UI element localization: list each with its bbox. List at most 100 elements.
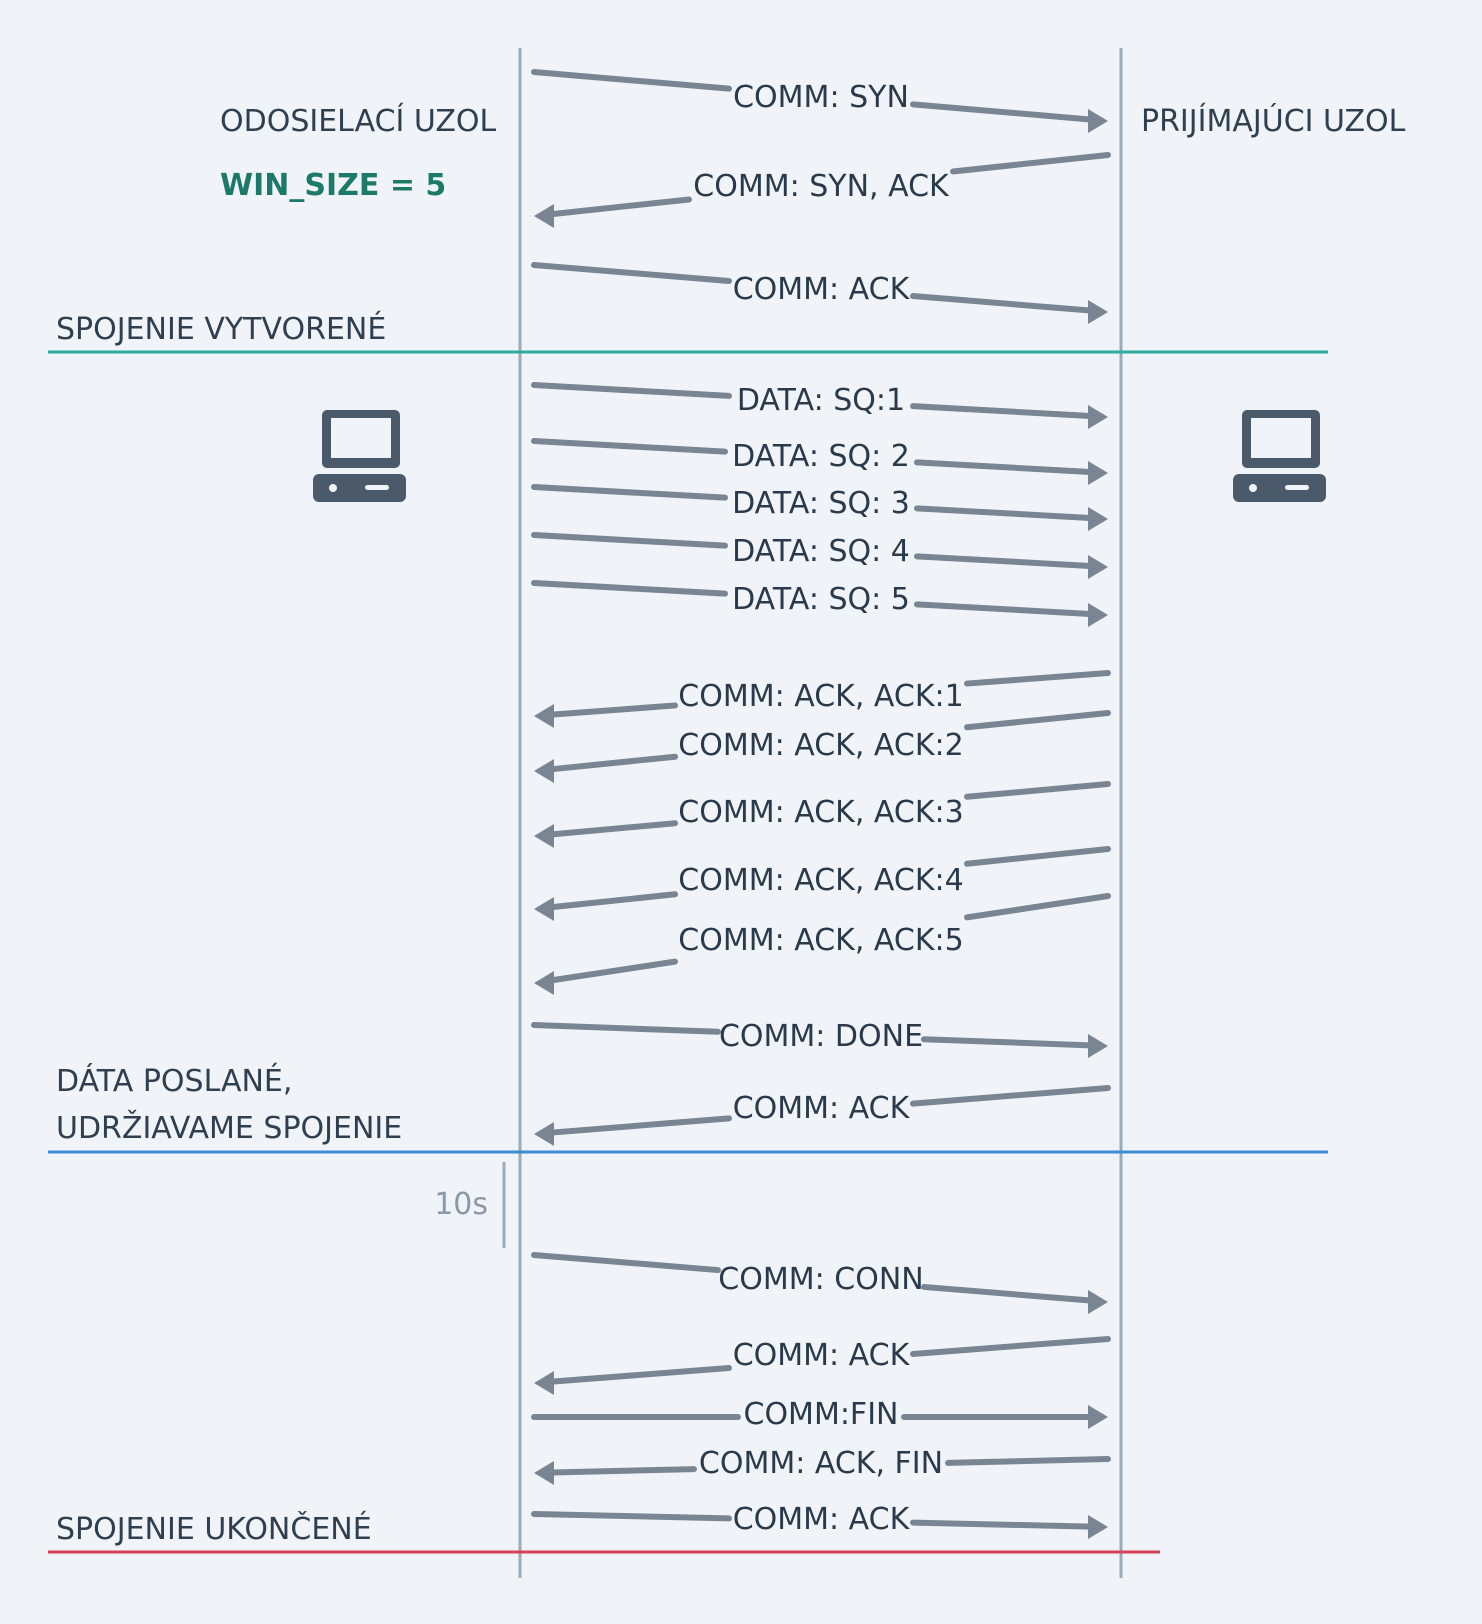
message-arrow-shaft	[910, 1519, 1093, 1530]
message-arrow-shaft	[910, 293, 1093, 314]
phase-terminated-label: SPOJENIE UKONČENÉ	[56, 1510, 372, 1547]
message-label: COMM:FIN	[744, 1397, 899, 1432]
message-label: COMM: ACK	[733, 272, 911, 307]
message-arrow-shaft	[531, 1022, 721, 1035]
message-label: COMM: ACK	[733, 1338, 911, 1373]
message-label: DATA: SQ: 2	[732, 439, 910, 474]
message-arrow-shaft	[531, 438, 728, 455]
message-arrow-shaft	[914, 505, 1093, 521]
arrowhead-icon	[1088, 300, 1108, 324]
message-8: DATA: SQ: 5	[531, 580, 1108, 627]
message-arrow-shaft	[914, 459, 1093, 475]
message-label: COMM: DONE	[719, 1019, 923, 1054]
message-arrow-shaft	[549, 820, 678, 838]
message-arrow-shaft	[531, 262, 732, 284]
message-arrow-shaft	[964, 893, 1111, 921]
phase-data-sent-label-line1: DÁTA POSLANÉ,	[56, 1063, 292, 1099]
arrowhead-icon	[1088, 1405, 1108, 1429]
message-12: COMM: ACK, ACK:4	[534, 846, 1111, 921]
message-arrow-shaft	[964, 781, 1111, 800]
message-label: COMM: CONN	[718, 1262, 923, 1297]
message-label: COMM: SYN, ACK	[693, 169, 950, 204]
message-13: COMM: ACK, ACK:5	[534, 893, 1111, 995]
message-arrow-shaft	[531, 382, 732, 399]
message-label: COMM: ACK	[733, 1091, 911, 1126]
message-7: DATA: SQ: 4	[531, 532, 1108, 579]
arrowhead-icon	[534, 1461, 554, 1485]
message-4: DATA: SQ:1	[531, 382, 1108, 429]
message-arrow-shaft	[531, 532, 728, 549]
arrowhead-icon	[534, 704, 554, 728]
message-arrow-shaft	[910, 1085, 1111, 1107]
arrowhead-icon	[1088, 405, 1108, 429]
message-6: DATA: SQ: 3	[531, 484, 1108, 531]
message-label: COMM: ACK, ACK:2	[678, 728, 963, 763]
message-label: COMM: ACK, ACK:4	[678, 863, 963, 898]
message-label: COMM: ACK	[733, 1502, 911, 1537]
message-arrow-shaft	[910, 101, 1093, 123]
message-label: COMM: ACK, FIN	[699, 1446, 943, 1481]
message-arrow-shaft	[964, 710, 1111, 731]
message-label: COMM: ACK, ACK:1	[678, 679, 963, 714]
arrowhead-icon	[1088, 603, 1108, 627]
arrowhead-icon	[1088, 1515, 1108, 1539]
message-14: COMM: DONE	[531, 1019, 1108, 1058]
message-1: COMM: SYN	[531, 69, 1108, 133]
message-20: COMM: ACK	[531, 1502, 1108, 1539]
sender-node-label: ODOSIELACÍ UZOL	[220, 103, 496, 139]
message-arrow-shaft	[964, 670, 1111, 687]
message-16: COMM: CONN	[531, 1252, 1108, 1314]
arrowhead-icon	[1088, 1034, 1108, 1058]
keepalive-interval-label: 10s	[434, 1187, 488, 1222]
message-arrow-shaft	[549, 1466, 697, 1476]
message-17: COMM: ACK	[534, 1336, 1111, 1395]
arrowhead-icon	[1088, 461, 1108, 485]
message-3: COMM: ACK	[531, 262, 1108, 324]
message-arrow-shaft	[531, 1511, 732, 1522]
message-18: COMM:FIN	[531, 1397, 1108, 1432]
message-5: DATA: SQ: 2	[531, 438, 1108, 485]
message-label: DATA: SQ: 4	[732, 534, 910, 569]
message-11: COMM: ACK, ACK:3	[534, 781, 1111, 848]
arrowhead-icon	[1088, 555, 1108, 579]
message-arrow-shaft	[549, 1365, 732, 1385]
arrowhead-icon	[1088, 1290, 1108, 1314]
message-arrow-shaft	[531, 1252, 721, 1274]
message-arrow-shaft	[531, 484, 728, 501]
message-2: COMM: SYN, ACK	[534, 152, 1111, 228]
arrowhead-icon	[534, 897, 554, 921]
message-arrow-shaft	[910, 1336, 1111, 1357]
message-arrow-shaft	[531, 580, 728, 597]
message-9: COMM: ACK, ACK:1	[534, 670, 1111, 728]
message-arrow-shaft	[964, 846, 1111, 867]
window-size-label: WIN_SIZE = 5	[220, 168, 446, 203]
message-arrow-shaft	[549, 753, 678, 773]
message-label: COMM: SYN	[733, 80, 909, 115]
message-arrow-shaft	[549, 1115, 732, 1136]
phase-data-sent-label-line2: UDRŽIAVAME SPOJENIE	[56, 1110, 402, 1146]
message-label: COMM: ACK, ACK:5	[678, 923, 963, 958]
message-label: COMM: ACK, ACK:3	[678, 795, 963, 830]
message-arrow-shaft	[549, 196, 692, 218]
message-arrow-shaft	[914, 553, 1093, 569]
receiver-computer-icon	[1233, 410, 1326, 502]
arrowhead-icon	[534, 759, 554, 783]
message-19: COMM: ACK, FIN	[534, 1446, 1111, 1485]
message-label: DATA: SQ: 3	[732, 486, 910, 521]
arrowhead-icon	[534, 1122, 554, 1146]
receiver-node-label: PRIJÍMAJÚCI UZOL	[1141, 102, 1406, 139]
arrowhead-icon	[534, 824, 554, 848]
message-15: COMM: ACK	[534, 1085, 1111, 1146]
arrowhead-icon	[534, 1371, 554, 1395]
message-arrow-shaft	[921, 1283, 1093, 1304]
message-10: COMM: ACK, ACK:2	[534, 710, 1111, 783]
message-arrow-shaft	[549, 958, 678, 984]
message-arrows: COMM: SYN COMM: SYN, ACK COMM: ACK DATA: SQ…	[531, 69, 1111, 1539]
arrowhead-icon	[534, 971, 554, 995]
sender-computer-icon	[313, 410, 406, 502]
arrowhead-icon	[1088, 507, 1108, 531]
message-label: DATA: SQ:1	[737, 383, 905, 418]
message-arrow-shaft	[950, 152, 1111, 175]
message-arrow-shaft	[921, 1036, 1093, 1049]
